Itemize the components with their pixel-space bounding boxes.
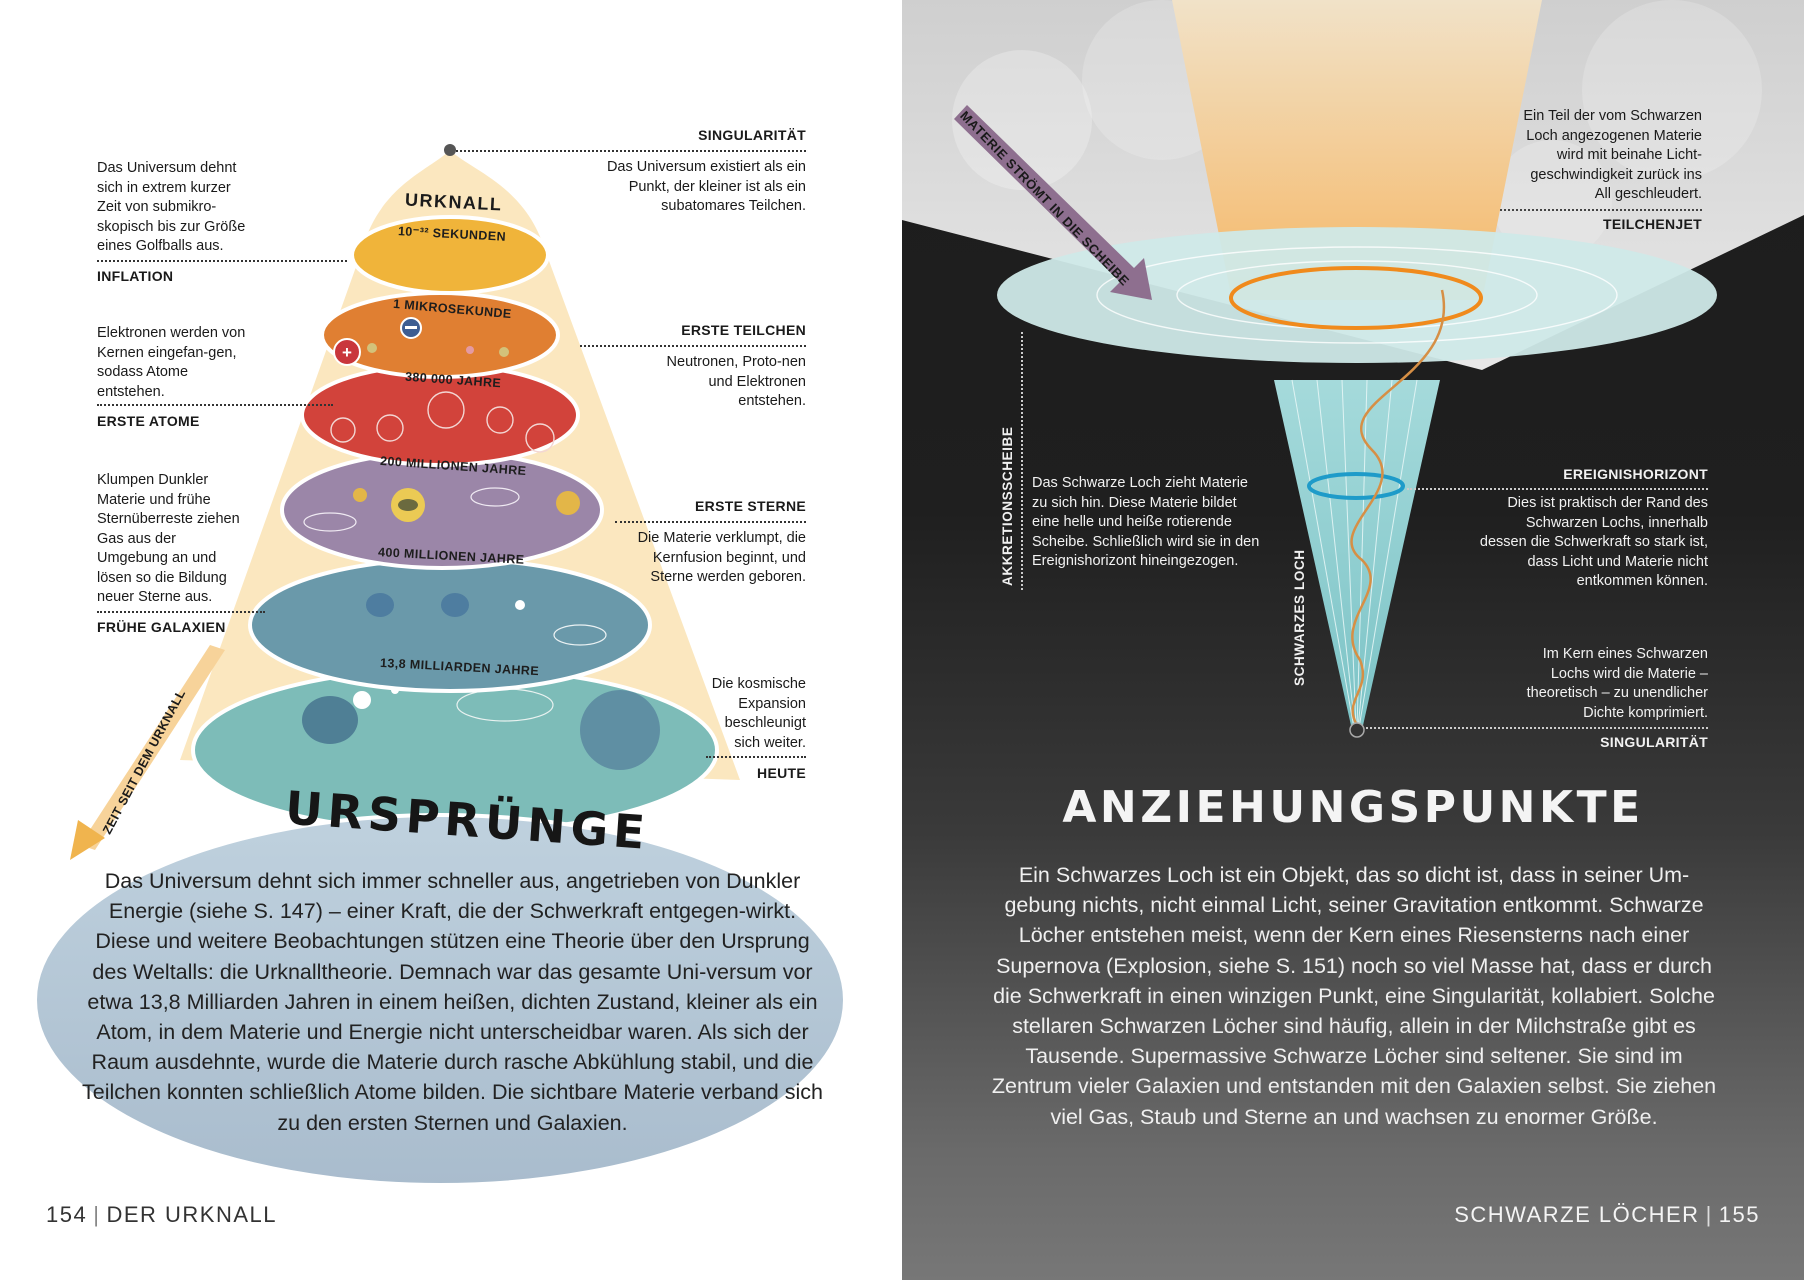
- label-schwarzes-loch: SCHWARZES LOCH: [1292, 549, 1307, 686]
- footer-right: SCHWARZE LÖCHER|155: [1454, 1202, 1760, 1228]
- era-layer-1: [350, 215, 550, 295]
- page-number-left: 154: [46, 1202, 88, 1227]
- text-ellipse: [33, 813, 847, 1187]
- leader-line-ereignishorizont: [1407, 488, 1708, 490]
- label-teilchenjet: TEILCHENJET: [1603, 216, 1702, 232]
- black-hole-diagram: [902, 0, 1804, 738]
- label-akkretionsscheibe: AKKRETIONSSCHEIBE: [1000, 426, 1015, 586]
- section-title-right: SCHWARZE LÖCHER: [1454, 1202, 1700, 1227]
- leader-line-singularitaet-rechts: [1366, 727, 1708, 729]
- footer-left: 154|DER URKNALL: [46, 1202, 277, 1228]
- note-erste-teilchen: Neutronen, Proto-nen und Elektronen ents…: [666, 354, 806, 409]
- singularity-dot: [444, 144, 456, 156]
- jet-ring: [1229, 266, 1483, 330]
- note-erste-sterne: Die Materie verklumpt, die Kernfusion be…: [637, 530, 806, 585]
- left-page: + URKNALL 10⁻³² SEKUNDEN 1 MIKROSEKUNDE …: [33, 127, 847, 1228]
- label-ereignishorizont: EREIGNISHORIZONT: [1563, 466, 1708, 482]
- note-ereignishorizont: Dies ist praktisch der Rand des Schwarze…: [1479, 495, 1708, 589]
- note-heute: Die kosmische Expansion beschleunigt sic…: [711, 676, 806, 751]
- label-singularitaet-rechts: SINGULARITÄT: [1600, 734, 1708, 750]
- note-fruehe-galaxien: Klumpen Dunkler Materie und frühe Sternü…: [97, 472, 240, 605]
- label-inflation: INFLATION: [97, 268, 174, 284]
- label-erste-teilchen: ERSTE TEILCHEN: [681, 322, 806, 338]
- leader-line-singularitaet: [456, 150, 806, 152]
- svg-text:+: +: [342, 343, 352, 362]
- event-horizon-ring: [1307, 472, 1405, 500]
- label-erste-sterne: ERSTE STERNE: [695, 498, 806, 514]
- note-inflation: Das Universum dehnt sich in extrem kurze…: [97, 160, 246, 254]
- leader-line-heute: [706, 756, 806, 758]
- body-text-right: Ein Schwarzes Loch ist ein Objekt, das s…: [991, 863, 1717, 1129]
- leader-line-fruehe-galaxien: [97, 611, 265, 613]
- note-erste-atome: Elektronen werden von Kernen eingefan-ge…: [97, 325, 246, 400]
- leader-line-erste-atome: [97, 404, 333, 406]
- note-singularitaet-rechts: Im Kern eines Schwarzen Lochs wird die M…: [1526, 646, 1708, 721]
- note-singularitaet: Das Universum existiert als ein Punkt, d…: [606, 159, 806, 214]
- leader-line-erste-teilchen: [580, 345, 806, 347]
- label-heute: HEUTE: [757, 765, 806, 781]
- footer-separator: |: [93, 1202, 101, 1227]
- label-erste-atome: ERSTE ATOME: [97, 413, 200, 429]
- note-akkretionsscheibe: Das Schwarze Loch zieht Materie zu sich …: [1032, 475, 1260, 569]
- big-bang-timeline-diagram: +: [33, 144, 847, 1187]
- singularity-dot: [1349, 722, 1365, 738]
- right-page: MATERIE STRÖMT IN DIE SCHEIBE Ein Teil d…: [902, 0, 1804, 1280]
- page-title-right: ANZIEHUNGSPUNKTE: [1062, 782, 1644, 833]
- body-text-left: Das Universum dehnt sich immer schneller…: [82, 869, 823, 1135]
- page-number-right: 155: [1718, 1202, 1760, 1227]
- leader-line-akkretionsscheibe: [1021, 332, 1023, 590]
- footer-separator: |: [1705, 1202, 1713, 1227]
- leader-line-inflation: [97, 260, 347, 262]
- label-fruehe-galaxien: FRÜHE GALAXIEN: [97, 619, 226, 635]
- label-singularitaet: SINGULARITÄT: [698, 127, 806, 143]
- section-title-left: DER URKNALL: [106, 1202, 277, 1227]
- note-teilchenjet: Ein Teil der vom Schwarzen Loch angezoge…: [1523, 108, 1702, 202]
- leader-line-teilchenjet: [1500, 209, 1702, 211]
- leader-line-erste-sterne: [615, 521, 806, 523]
